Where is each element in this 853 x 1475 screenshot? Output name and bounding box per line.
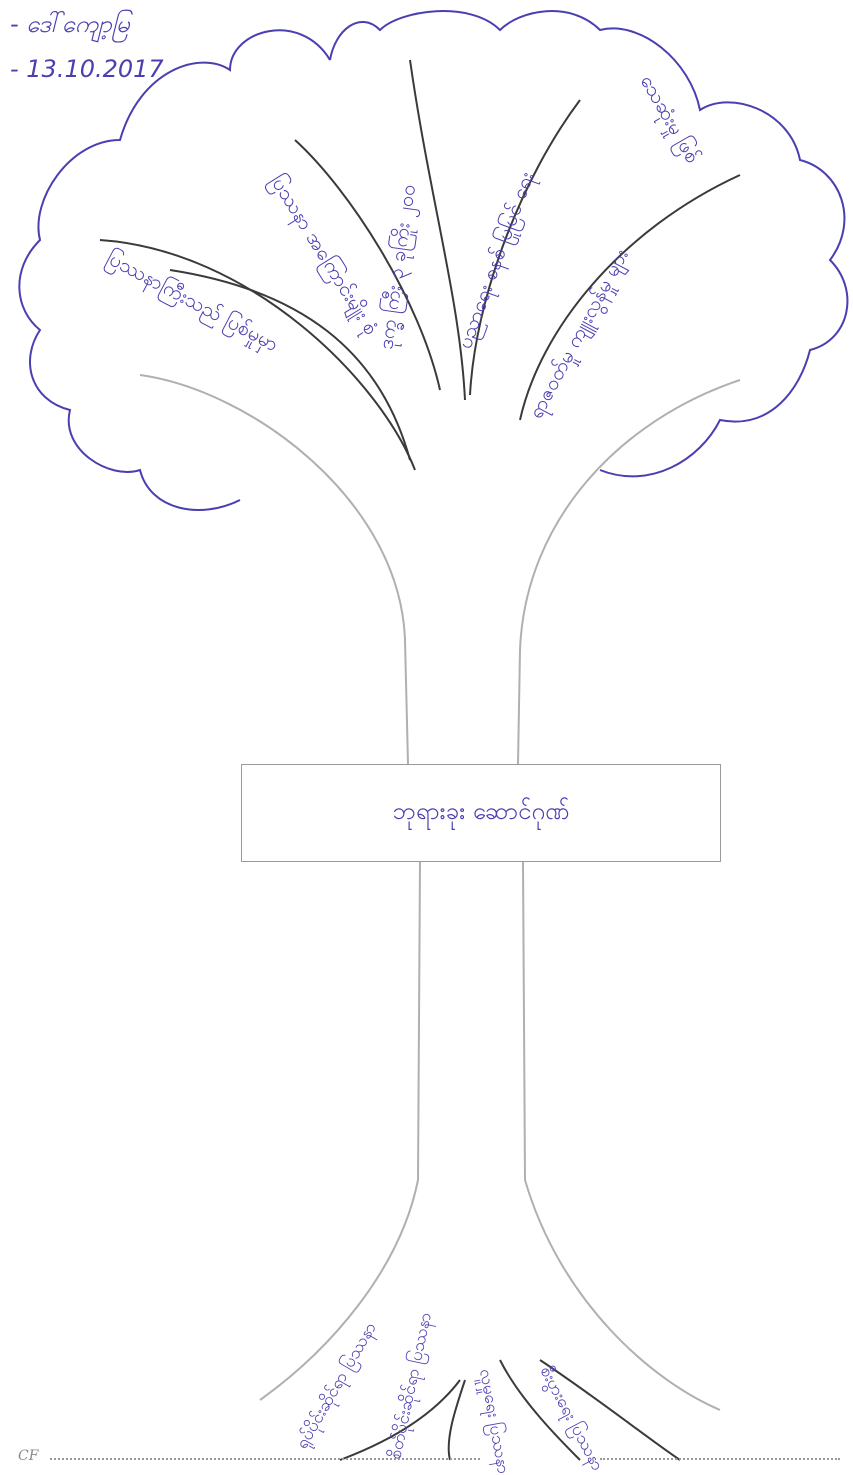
author-name: - ဒေါ်ကျော့မြ (10, 8, 130, 44)
branch-line-3 (295, 140, 440, 390)
footer-strip: CF (0, 1444, 853, 1475)
trunk-left (140, 375, 408, 764)
root-text-1: ရုပ်ပိုင်းဆိုင်ရာ ပြဿနာ (290, 1318, 383, 1454)
trunk-label: ဘုရားခုး ဆောင်ဂုဏ် (393, 795, 569, 831)
trunk-label-box: ဘုရားခုး ဆောင်ဂုဏ် (241, 764, 721, 862)
branch-text-2: ပြဿနာ အကြောင်းမျိုး စုံ (262, 170, 383, 341)
author-date: - 13.10.2017 (10, 55, 164, 83)
footer-mark: CF (18, 1448, 38, 1464)
root-text-2: စိတ်ပိုင်းဆိုင်ရာ ပြဿနာ (383, 1310, 439, 1461)
trunk-lower-right (523, 862, 720, 1410)
trunk-lower-left (260, 862, 420, 1400)
trunk-right (518, 380, 740, 764)
branch-text-1: ပြဿနာကြီးသည် ပြစ်မှုမှာ (101, 245, 283, 359)
branch-text-4: ပညာရေး စနစ် ပြုပြင် ရေး (452, 168, 542, 353)
branch-lines (100, 60, 740, 470)
branch-text-5: ရာဇဝတ်မှု ကျူးလွန်မှု များ (523, 245, 636, 425)
branch-text-3: ဒုက္ခ ကြီး ၃ ခုကြိုး ၂၀၀ (373, 183, 424, 352)
branch-line-4 (410, 60, 465, 400)
footer-dotted-line (50, 1458, 480, 1460)
footer-dotted-line-right (600, 1458, 840, 1460)
branch-text-6: သေဆုံးမှု ဖြစ် (632, 71, 705, 170)
